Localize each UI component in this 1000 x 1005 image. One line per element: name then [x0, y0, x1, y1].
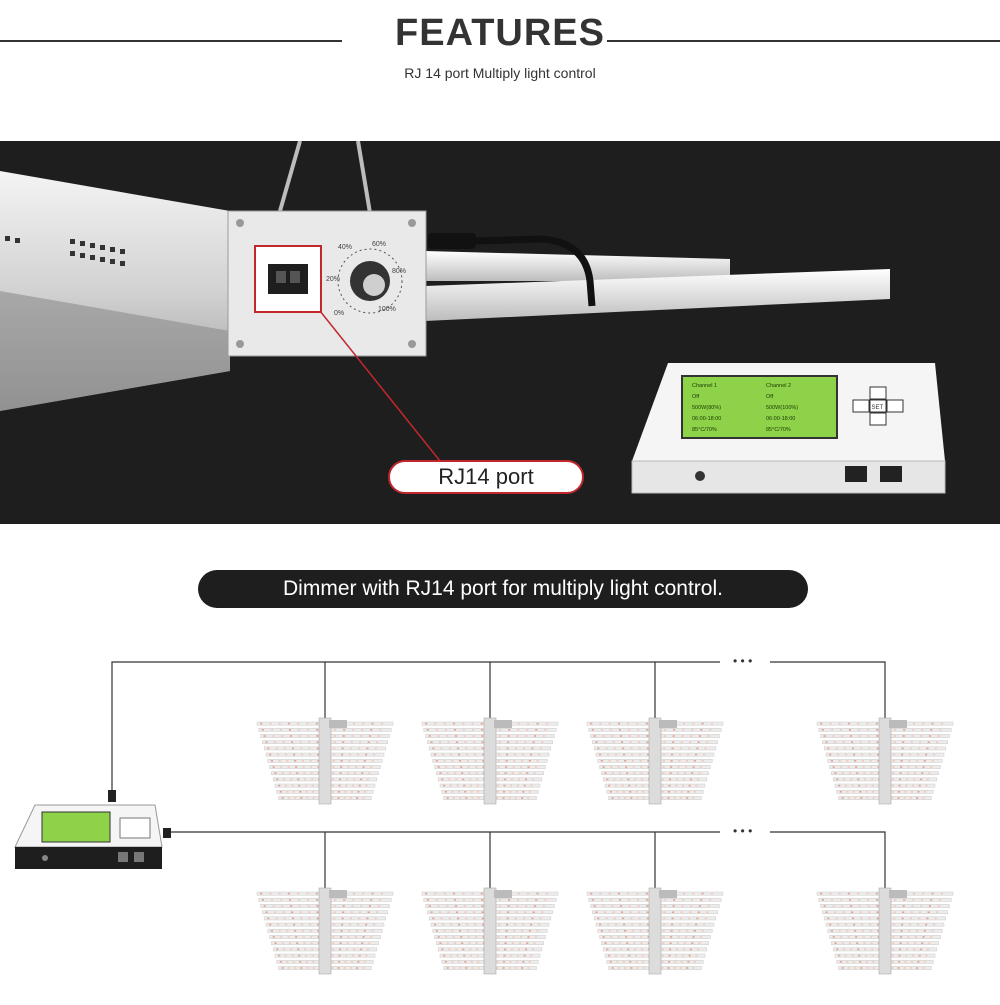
features-title: FEATURES [395, 12, 605, 54]
lcd-text: 06:00-18:00 [692, 416, 721, 422]
lcd-text: Channel 1 [692, 383, 717, 389]
knob-mark: 20% [326, 276, 340, 283]
continuation-dots: • • • [733, 824, 752, 838]
continuation-dots: • • • [733, 654, 752, 668]
knob-mark: 80% [392, 268, 406, 275]
power-jack [695, 471, 705, 481]
wiring-lines [111, 661, 886, 890]
dimmer-banner: Dimmer with RJ14 port for multiply light… [198, 570, 808, 608]
lcd-text: 85°C/70% [692, 427, 717, 433]
lcd-text: 500W(80%) [692, 405, 721, 411]
vent-holes [5, 236, 125, 266]
lcd-screen [681, 375, 838, 439]
hanger-wire [278, 141, 372, 214]
set-button [869, 399, 887, 413]
connector [428, 233, 476, 249]
knob-mark: 100% [378, 306, 396, 313]
light-bar [425, 251, 730, 281]
features-subtitle: RJ 14 port Multiply light control [404, 65, 596, 81]
pointer-line [319, 310, 441, 462]
lcd-text: Off [692, 394, 700, 400]
diagram-controller [14, 804, 163, 869]
lcd-text: 500W(100%) [766, 405, 798, 411]
title-rule-right [607, 40, 1000, 42]
rj14-port-label: RJ14 port [388, 460, 584, 494]
rj14-port [268, 264, 308, 294]
up-button [869, 386, 887, 400]
grow-light-fixture [421, 887, 559, 975]
grow-light-fixture [421, 717, 559, 805]
grow-light-fixture [586, 717, 724, 805]
grow-light-fixture [816, 887, 954, 975]
lcd-text: 85°C/70% [766, 427, 791, 433]
lcd-text: Off [766, 394, 774, 400]
rj14-jack [880, 466, 902, 482]
wiring-diagram: • • • • • • [0, 640, 1000, 1000]
right-button [886, 399, 904, 413]
grow-light-fixture [256, 717, 394, 805]
lcd-text: 06:00-18:00 [766, 416, 795, 422]
set-label: SET [872, 405, 884, 411]
knob-mark: 0% [334, 310, 344, 317]
light-bar [425, 269, 890, 321]
down-button [869, 412, 887, 426]
grow-light-fixture [586, 887, 724, 975]
product-illustration: 40% 60% 20% 80% 0% 100% Channel 1 Off 50… [0, 141, 946, 494]
grow-light-fixture [256, 887, 394, 975]
cable [475, 235, 596, 307]
grow-light-fixture [816, 717, 954, 805]
rj14-jack [845, 466, 867, 482]
left-button [852, 399, 870, 413]
dial-scale [337, 248, 403, 314]
lcd-text: Channel 2 [766, 383, 791, 389]
knob-mark: 60% [372, 241, 386, 248]
title-rule-left [0, 40, 342, 42]
controller-device: Channel 1 Off 500W(80%) 06:00-18:00 85°C… [631, 363, 946, 494]
knob-mark: 40% [338, 244, 352, 251]
wiring-diagram-svg: • • • • • • [14, 654, 954, 975]
